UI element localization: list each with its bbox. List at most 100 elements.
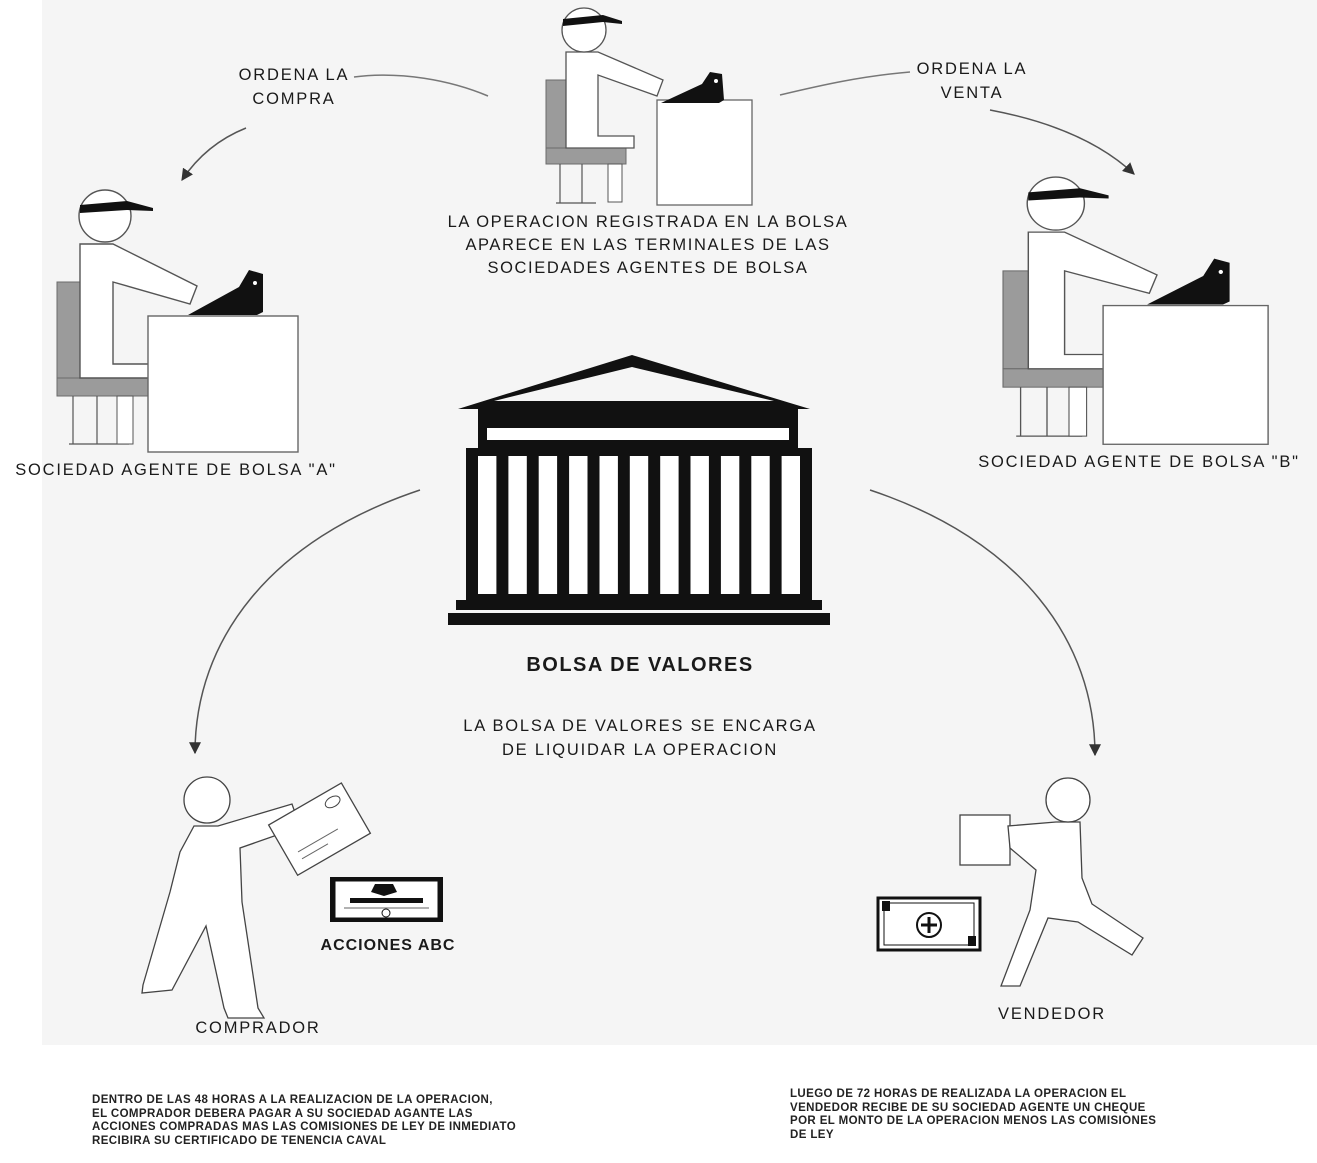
order-buy-connector [353,74,489,97]
chair-back [56,281,81,379]
operator-leg [1068,386,1088,437]
seller-walking-person-icon [959,777,1144,987]
exchange-caption-line-2: DE LIQUIDAR LA OPERACION [501,741,779,759]
operator-head [78,189,132,243]
visor-cap [563,15,622,26]
operator-body [1027,231,1158,370]
terminal-icon [661,72,724,103]
terminal-light [714,79,718,83]
base-step-upper [456,600,822,610]
order-sell-line-1: ORDENA LA [916,60,1028,78]
banknote-inner-border [883,902,975,946]
column [629,456,649,594]
seller-note-line-2: VENDEDOR RECIBE DE SU SOCIEDAD AGENTE UN… [790,1101,1146,1114]
desk [147,315,299,453]
banknote-corner-mark [882,901,890,911]
chair-back [1002,270,1029,370]
buyer-note-line-3: ACCIONES COMPRADAS MAS LAS COMISIONES DE… [92,1121,517,1133]
agent-a-label: SOCIEDAD AGENTE DE BOLSA "A" [15,461,337,479]
banknote-corner-mark [968,936,976,946]
column [781,456,800,594]
visor-cap [80,201,153,213]
order-buy-line-2: COMPRA [252,90,336,108]
chair-seat [56,377,150,397]
column [478,456,497,594]
buyer-walking-person-icon [141,776,372,1019]
buyer-note-line-1: DENTRO DE LAS 48 HORAS A LA REALIZACION … [92,1094,493,1106]
exchange-to-buyer-arrow [189,489,421,755]
seller-note-line-3: POR EL MONTO DE LA OPERACION MENOS LAS C… [790,1115,1157,1127]
agent-b-label: SOCIEDAD AGENTE DE BOLSA "B" [978,453,1300,471]
column [660,456,679,594]
column [751,456,770,594]
banknote-plus-symbol [921,917,937,933]
terminal-icon [188,270,263,315]
certificate-seal [381,908,391,918]
base-step-lower [448,613,830,625]
envelope-icon [267,782,372,877]
column [599,456,618,594]
terminal-light [253,281,257,285]
column [569,456,588,594]
order-sell-line-2: VENTA [940,84,1004,102]
envelope-stamp [324,795,341,809]
seller-label: VENDEDOR [998,1005,1106,1023]
envelope [267,782,372,877]
order-buy-arrow [181,127,247,181]
column [720,456,740,594]
column [508,456,527,594]
banknote-icon [876,896,982,952]
terminal-caption-line-2: APARECE EN LAS TERMINALES DE LAS [465,236,831,254]
visor-cap [1028,188,1109,201]
buyer-head [183,776,231,824]
column [690,456,709,594]
order-sell-label: ORDENA LA VENTA [904,57,1040,105]
column [538,456,558,594]
desk [656,99,753,206]
chair-back [545,79,567,149]
chair-seat [1002,368,1105,388]
top-terminal-operator-icon [545,7,753,206]
agent-b-operator-icon [1002,176,1269,445]
buyer-label: COMPRADOR [195,1019,321,1037]
operator-head [1026,176,1086,231]
envelope-line [301,843,329,860]
exchange-caption: LA BOLSA DE VALORES SE ENCARGA DE LIQUID… [390,714,890,762]
seller-document [959,814,1011,866]
agent-a-operator-icon [56,189,299,453]
terminal-icon [1147,258,1230,305]
chair-seat [545,147,627,165]
seller-head [1045,777,1091,823]
order-buy-line-1: ORDENA LA [238,66,350,84]
certificate-bar [350,898,423,903]
certificate-label: ACCIONES ABC [320,937,456,954]
exchange-title: BOLSA DE VALORES [526,654,754,676]
operator-head [561,7,607,53]
seller-note: LUEGO DE 72 HORAS DE REALIZADA LA OPERAC… [790,1088,1156,1142]
operator-leg [607,163,623,203]
buyer-note-line-4: RECIBIRA SU CERTIFICADO DE TENENCIA CAVA… [92,1134,387,1147]
desk [1102,304,1269,445]
terminal-caption-line-1: LA OPERACION REGISTRADA EN LA BOLSA [447,213,849,231]
share-certificate-icon [330,877,443,922]
operator-body [565,51,664,149]
order-sell-arrow [989,109,1135,175]
order-buy-label: ORDENA LA COMPRA [226,63,362,111]
seller-body [1000,821,1144,987]
stock-exchange-building-icon [448,355,830,625]
pediment-inner [494,367,774,401]
buyer-note: DENTRO DE LAS 48 HORAS A LA REALIZACION … [92,1094,516,1148]
exchange-to-seller-arrow [869,489,1101,757]
buyer-note-line-2: EL COMPRADOR DEBERA PAGAR A SU SOCIEDAD … [92,1107,473,1120]
certificate-emblem [371,884,397,896]
seller-note-line-1: LUEGO DE 72 HORAS DE REALIZADA LA OPERAC… [790,1088,1127,1100]
operator-leg [116,395,134,445]
chair-legs [556,164,596,204]
exchange-caption-line-1: LA BOLSA DE VALORES SE ENCARGA [463,717,817,735]
terminal-caption-line-3: SOCIEDADES AGENTES DE BOLSA [487,259,809,277]
entablature-strip [487,428,789,440]
terminal-light [1218,269,1223,274]
seller-note-line-4: DE LEY [790,1128,834,1141]
order-sell-connector [779,71,911,96]
